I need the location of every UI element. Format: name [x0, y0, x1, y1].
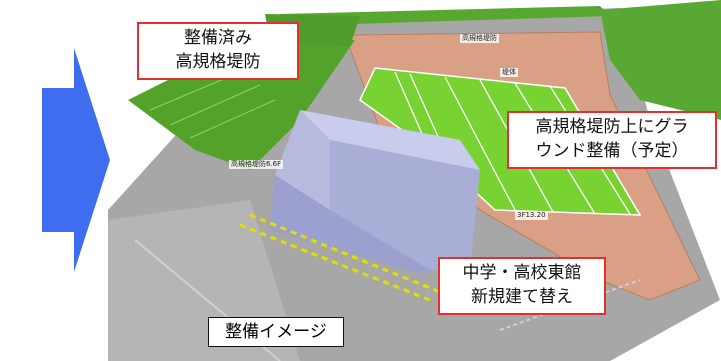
callout-east-building-line2: 新規建て替え	[471, 287, 573, 307]
callout-east-building-line1: 中学・高校東館	[462, 263, 582, 283]
callout-levee-done-line2: 高規格堤防	[175, 52, 261, 72]
callout-ground-plan-line1: 高規格堤防上にグラ	[535, 117, 689, 137]
callout-east-building: 中学・高校東館 新規建て替え	[438, 257, 606, 315]
map-label-center: 堤体	[500, 68, 518, 77]
callout-ground-plan-line2: ウンド整備（予定）	[535, 141, 689, 161]
sports-field	[359, 67, 642, 216]
direction-arrow-icon	[42, 48, 110, 272]
map-label-top-road: 高規格堤防	[460, 34, 499, 43]
callout-levee-done: 整備済み 高規格堤防	[137, 22, 299, 80]
building-top	[300, 110, 480, 170]
building-face	[270, 175, 430, 275]
callout-ground-plan: 高規格堤防上にグラ ウンド整備（予定）	[507, 111, 717, 169]
map-label-right-corner: 3F13.20	[515, 211, 548, 220]
map-label-left-building: 高規格堤防6.6F	[229, 160, 284, 169]
green-hill-right	[600, 0, 721, 120]
building-side	[330, 140, 480, 270]
callout-levee-done-line1: 整備済み	[184, 28, 252, 48]
image-caption: 整備イメージ	[208, 317, 344, 347]
top-green-strip	[280, 6, 610, 26]
